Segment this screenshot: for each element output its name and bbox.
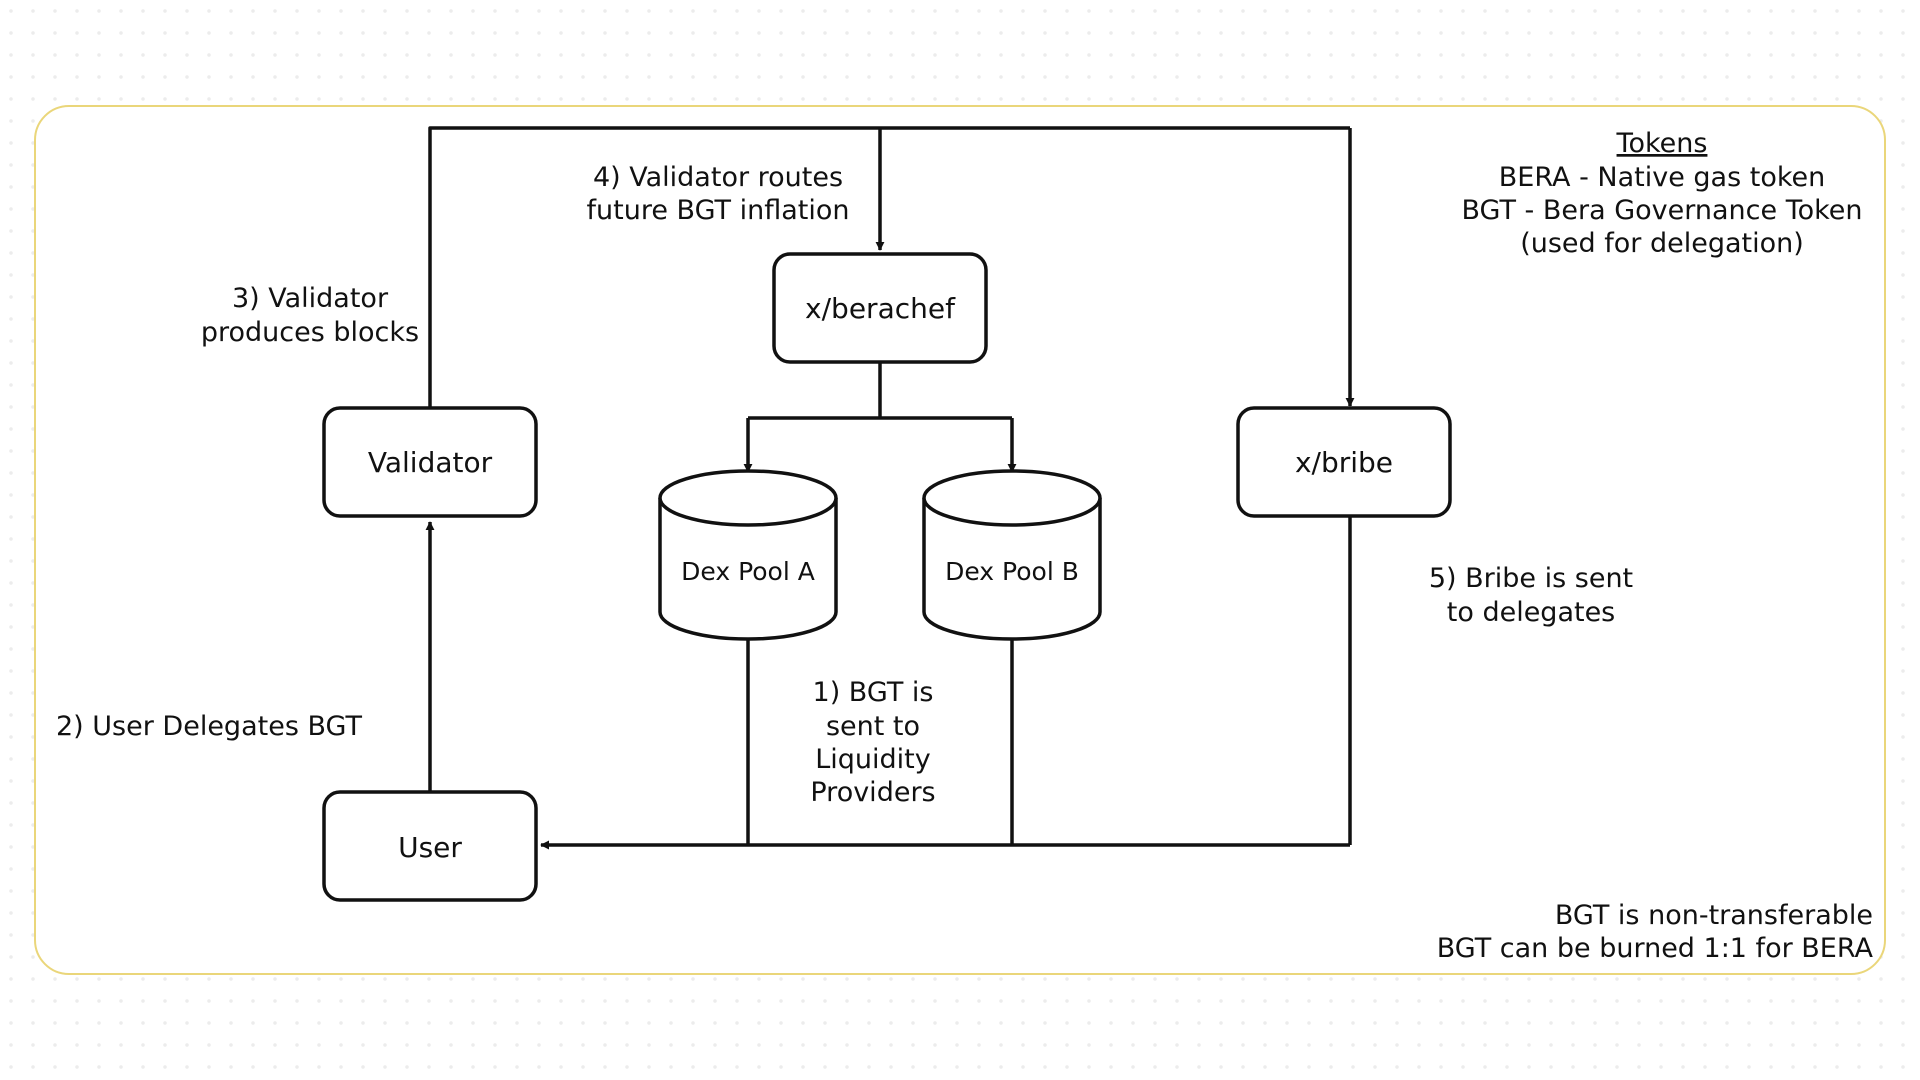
step5-label-line2: to delegates [1447, 597, 1616, 628]
step3-label-line1: 3) Validator [232, 283, 389, 314]
bribe-node: x/bribe [1236, 406, 1452, 518]
legend-title: Tokens [1616, 128, 1708, 159]
berachef-node: x/berachef [772, 252, 988, 364]
legend-line-delegation: (used for delegation) [1520, 228, 1804, 259]
dex-pool-b-node: Dex Pool B [922, 469, 1102, 641]
user-node: User [322, 790, 538, 902]
step1-label-line2: sent to [826, 711, 920, 742]
note-non-transferable: BGT is non-transferable [1555, 900, 1873, 931]
validator-top-connector [428, 126, 1350, 408]
step4-label-line1: 4) Validator routes [593, 162, 843, 193]
validator-label: Validator [368, 446, 493, 479]
berachef-label: x/berachef [805, 292, 956, 325]
step1-label-line3: Liquidity [815, 744, 931, 775]
step1-label-line1: 1) BGT is [813, 677, 934, 708]
legend-line-bgt: BGT - Bera Governance Token [1461, 195, 1862, 226]
step5-label-line1: 5) Bribe is sent [1429, 563, 1633, 594]
berachef-split-connector [748, 362, 1012, 420]
dex-pool-a-label: Dex Pool A [681, 557, 815, 586]
user-label: User [398, 831, 462, 864]
step4-label-line2: future BGT inflation [587, 195, 850, 226]
note-burn: BGT can be burned 1:1 for BERA [1437, 933, 1874, 964]
step1-label-line4: Providers [810, 777, 935, 808]
dex-pool-b-label: Dex Pool B [945, 557, 1079, 586]
validator-node: Validator [322, 406, 538, 518]
legend-line-bera: BERA - Native gas token [1499, 162, 1825, 193]
step2-label: 2) User Delegates BGT [56, 711, 362, 742]
step3-label-line2: produces blocks [201, 317, 419, 348]
bribe-label: x/bribe [1295, 446, 1393, 479]
dex-pool-a-node: Dex Pool A [658, 469, 838, 641]
